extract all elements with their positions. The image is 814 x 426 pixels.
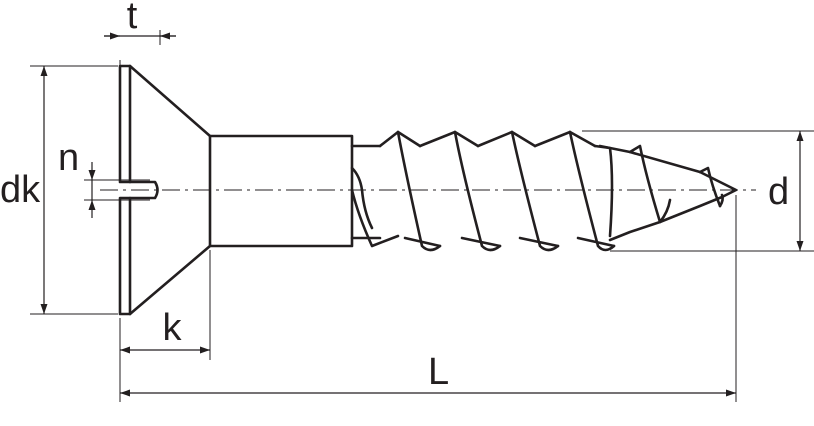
- screw-outline: [118, 64, 738, 316]
- label-d: d: [768, 171, 789, 213]
- label-dk: dk: [0, 169, 41, 211]
- dimension-lines: [40, 32, 804, 397]
- screw-thread: [350, 130, 724, 252]
- screw-head-cone: [128, 64, 212, 316]
- extension-lines: [30, 30, 814, 402]
- screw-slot: [128, 180, 159, 200]
- screw-head-face: [118, 64, 132, 184]
- label-t: t: [127, 0, 138, 37]
- thread-core: [350, 144, 382, 240]
- screw-shank: [208, 134, 354, 248]
- label-k: k: [163, 307, 183, 349]
- label-n: n: [58, 137, 79, 179]
- label-L: L: [428, 351, 449, 393]
